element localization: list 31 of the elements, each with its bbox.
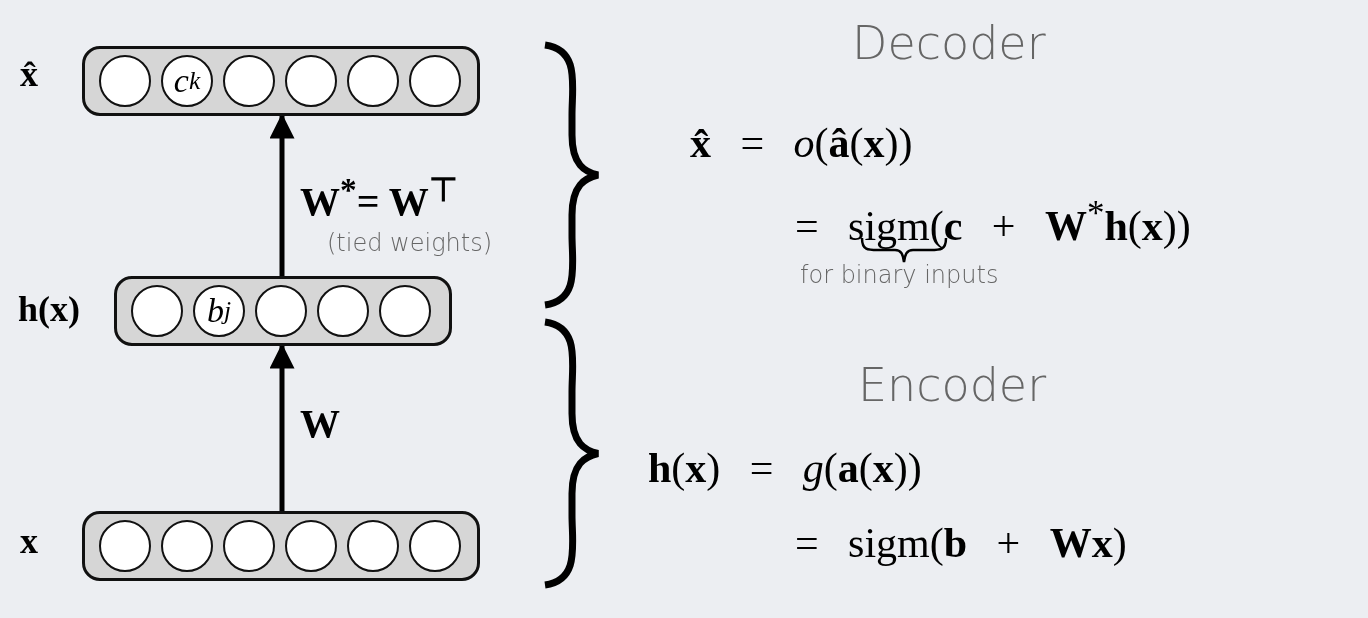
neuron-circle [317, 285, 369, 337]
layer-bar [82, 46, 480, 116]
equation: = sigm(c + W$^{*}$h(x)) [795, 195, 1191, 250]
neuron-circle [285, 520, 337, 572]
neuron-circle [131, 285, 183, 337]
neuron-circle [99, 55, 151, 107]
layer-bar [114, 276, 452, 346]
neuron-circle [347, 520, 399, 572]
neuron-circle [347, 55, 399, 107]
neuron-circle [409, 520, 461, 572]
section-heading: Decoder [852, 18, 1046, 69]
neuron-circle [223, 55, 275, 107]
equation: h(x) = g(a(x)) [648, 445, 922, 492]
note-text: for binary inputs [800, 262, 999, 289]
neuron-circle [161, 520, 213, 572]
neuron-circle [409, 55, 461, 107]
neuron-circle [223, 520, 275, 572]
neuron-circle [99, 520, 151, 572]
neuron-circle [285, 55, 337, 107]
note-text: (tied weights) [327, 230, 493, 257]
edge-label: W [300, 402, 340, 446]
equation: = sigm(b + Wx) [795, 520, 1127, 567]
layer-label: x [20, 522, 38, 562]
layer-bar [82, 511, 480, 581]
layer-label: h(x) [18, 290, 80, 330]
layer-label: x̂ [20, 55, 38, 95]
edge-label: W$^{*}$= W$^{⊤}$ [300, 172, 458, 225]
neuron-circle [379, 285, 431, 337]
equation: x̂ = o(â(x)) [690, 120, 913, 167]
section-heading: Encoder [858, 360, 1047, 411]
neuron-circle [255, 285, 307, 337]
